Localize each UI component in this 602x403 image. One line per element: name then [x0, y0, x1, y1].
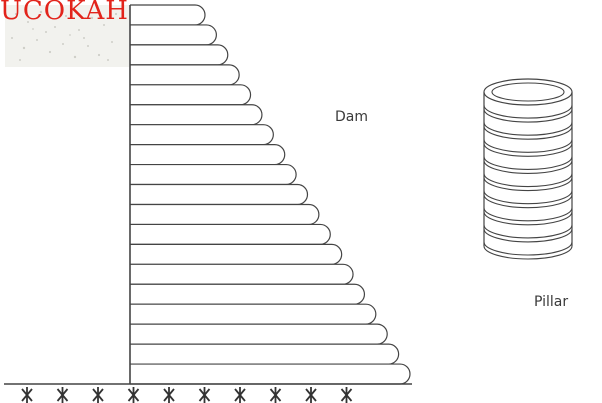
- pillar-ring: [483, 224, 573, 239]
- pillar-ring: [483, 190, 573, 205]
- pillar-ring: [483, 126, 573, 140]
- dam-label: Dam: [335, 109, 368, 125]
- dam-layers: [130, 4, 411, 385]
- ground-support-mark: [163, 387, 175, 403]
- dam-layer: [130, 223, 331, 245]
- pillar-ring: [483, 143, 573, 157]
- dam-layer: [130, 203, 320, 226]
- dam-layer: [130, 323, 388, 345]
- dam-layer: [130, 24, 217, 46]
- dam-layer: [130, 4, 206, 26]
- pillar-ring: [483, 156, 573, 170]
- pillar-ring: [483, 245, 573, 260]
- pillar-ring: [483, 139, 573, 153]
- ground-support-mark: [234, 387, 246, 403]
- ground-support-mark: [269, 387, 282, 403]
- dam-layer: [130, 104, 263, 126]
- dam-layer: [130, 303, 377, 325]
- pillar-ring: [483, 177, 573, 192]
- watermark-text: UCOKAH: [0, 0, 129, 26]
- pillar-ring: [483, 211, 573, 226]
- soil-backfill: [5, 5, 129, 67]
- dam-layer: [130, 363, 411, 385]
- ground-support-mark: [92, 387, 104, 403]
- ground-supports: [21, 387, 353, 403]
- dam-layer: [130, 343, 400, 365]
- ground-support-mark: [198, 387, 211, 403]
- pillar-label: Pillar: [534, 294, 568, 310]
- dam-layer: [130, 124, 274, 146]
- ground-support-mark: [127, 387, 140, 403]
- dam-layer: [130, 263, 354, 285]
- dam-layer: [130, 183, 309, 206]
- dam-layer: [130, 163, 297, 186]
- dam-layer: [130, 283, 366, 305]
- pillar-ring: [483, 228, 573, 243]
- pillar-drawing: [483, 78, 573, 260]
- dam-layer: [130, 84, 252, 106]
- ground-support-mark: [21, 387, 33, 403]
- ground-support-mark: [305, 387, 317, 403]
- dam-layer: [130, 243, 343, 265]
- pillar-ring: [483, 173, 573, 188]
- pillar-ring: [483, 105, 573, 119]
- pillar-ring: [483, 122, 573, 136]
- dam-layer: [130, 144, 286, 166]
- pillar-ring: [483, 194, 573, 209]
- pillar-top-opening: [491, 82, 565, 102]
- ground-support-mark: [340, 387, 353, 403]
- dam-layer: [130, 64, 240, 86]
- pillar-ring: [483, 109, 573, 123]
- pillar-ring: [483, 241, 573, 256]
- pillar-ring: [483, 160, 573, 174]
- dam-layer: [130, 44, 229, 66]
- pillar-ring: [483, 207, 573, 222]
- ground-support-mark: [56, 387, 69, 403]
